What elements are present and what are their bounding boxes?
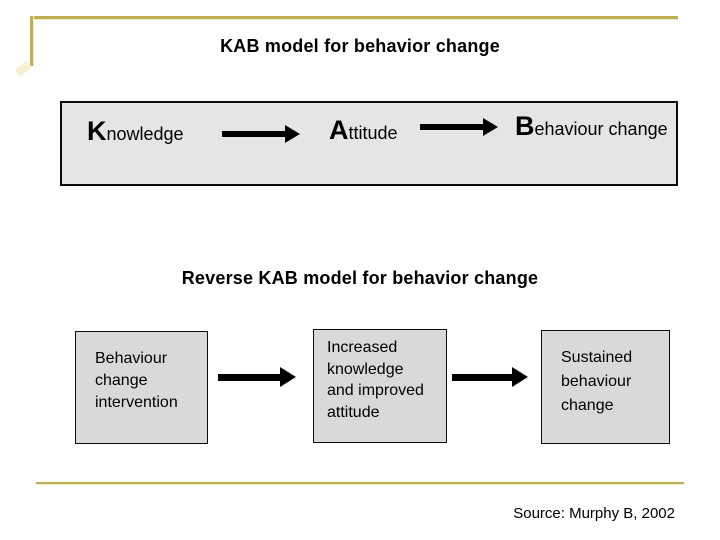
arrow-shaft — [420, 124, 483, 130]
kab-behaviour-change-label: Behaviour change — [515, 113, 668, 140]
arrow-right-icon — [218, 367, 296, 387]
flow-box-behaviour-change-intervention: Behaviour change intervention — [75, 331, 208, 444]
slide-title: KAB model for behavior change — [220, 36, 500, 56]
reverse-model-title: Reverse KAB model for behavior change — [181, 268, 539, 288]
kab-attitude-rest: ttitude — [348, 123, 398, 143]
source-citation: Source: Murphy B, 2002 — [513, 505, 675, 522]
arrow-right-icon — [420, 118, 498, 136]
bottom-gold-rule — [36, 482, 684, 484]
flow-box-increased-knowledge-attitude: Increased knowledge and improved attitud… — [313, 329, 447, 443]
kab-knowledge-label: Knowledge — [87, 118, 184, 145]
arrow-right-icon — [222, 125, 300, 143]
flow-box-sustained-behaviour-change: Sustained behaviour change — [541, 330, 670, 444]
arrow-right-icon — [452, 367, 528, 387]
kab-attitude-label: Attitude — [329, 117, 398, 144]
arrow-head — [280, 367, 296, 387]
kab-behaviour-change-initial: B — [515, 111, 535, 141]
kab-knowledge-initial: K — [87, 116, 107, 146]
top-gold-rule — [30, 16, 678, 19]
arrow-head — [483, 118, 498, 136]
kab-behaviour-change-rest: ehaviour change — [534, 119, 668, 139]
arrow-shaft — [222, 131, 285, 137]
kab-model-box: Knowledge Attitude Behaviour change — [60, 101, 678, 186]
arrow-head — [285, 125, 300, 143]
kab-knowledge-rest: nowledge — [106, 124, 184, 144]
arrow-shaft — [452, 373, 512, 381]
arrow-head — [512, 367, 528, 387]
top-left-gold-corner-rule — [30, 16, 33, 66]
kab-attitude-initial: A — [329, 115, 349, 145]
arrow-shaft — [218, 373, 280, 381]
